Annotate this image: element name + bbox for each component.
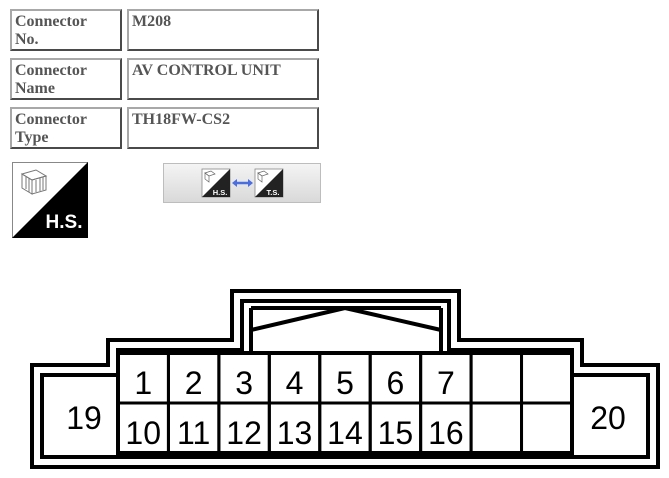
pin-cell-3 [217,351,271,405]
connector-type-label-cell: Connector Type [10,107,122,149]
connector-number-label-cell: Connector No. [10,9,122,51]
pin-16-label: 16 [428,415,464,451]
pin-cell-5 [318,351,372,405]
connector-number-value-cell: M208 [127,9,319,51]
pin-cell-1 [116,351,170,405]
pin-cell-16 [419,401,473,455]
pin-cell-4 [267,351,322,405]
pin-10-label: 10 [125,415,161,451]
toggle-right-label: T.S. [267,188,280,197]
connector-type-value: TH18FW-CS2 [132,111,231,128]
terminal-side-mini-icon: T.S. [254,168,284,198]
pin-13-label: 13 [277,415,313,451]
pin-cell-13 [267,401,322,455]
connector-housing-outer [30,289,660,469]
pin-19-label: 19 [66,400,102,436]
pin-cell-empty-0-8 [520,351,574,405]
connector-sketch-icon [20,169,48,195]
pin-cell-11 [166,401,221,455]
swap-arrow-icon [232,179,253,187]
pin-1-label: 1 [134,365,152,401]
pin-14-label: 14 [327,415,363,451]
harness-side-label: H.S. [46,212,83,233]
pin-5-label: 5 [336,365,354,401]
pin-cell-12 [217,401,271,455]
toggle-view-button[interactable]: H.S. T.S. [163,163,321,203]
pin-cell-empty-1-8 [520,401,574,455]
pin-6-label: 6 [387,365,405,401]
connector-name-value-cell: AV CONTROL UNIT [127,58,319,100]
pin-20-label: 20 [590,400,626,436]
pin-cell-6 [368,351,423,405]
harness-side-mini-icon: H.S. [201,168,231,198]
connector-housing-inner [40,299,650,459]
connector-name-label-cell: Connector Name [10,58,122,100]
pin-cell-empty-1-7 [469,401,524,455]
toggle-left-label: H.S. [213,188,228,197]
pin-2-label: 2 [185,365,203,401]
connector-name-value: AV CONTROL UNIT [132,62,281,79]
connector-type-value-cell: TH18FW-CS2 [127,107,319,149]
pin-cell-2 [166,351,221,405]
pin-4-label: 4 [286,365,304,401]
pin-15-label: 15 [378,415,414,451]
pin-cell-15 [368,401,423,455]
pin-cell-empty-0-7 [469,351,524,405]
connector-lock-tab [249,306,443,353]
connector-number-label: Connector No. [15,13,87,48]
pin-12-label: 12 [226,415,262,451]
harness-side-icon: H.S. [12,162,88,238]
connector-number-value: M208 [132,13,172,30]
pin-11-label: 11 [177,415,210,451]
pin-7-label: 7 [437,365,455,401]
pin-grid-frame [116,351,574,455]
pin-3-label: 3 [235,365,253,401]
connector-type-label: Connector Type [15,111,87,146]
pin-cell-7 [419,351,473,405]
pin-cell-14 [318,401,372,455]
connector-name-label: Connector Name [15,62,87,97]
pin-cell-10 [116,401,170,455]
